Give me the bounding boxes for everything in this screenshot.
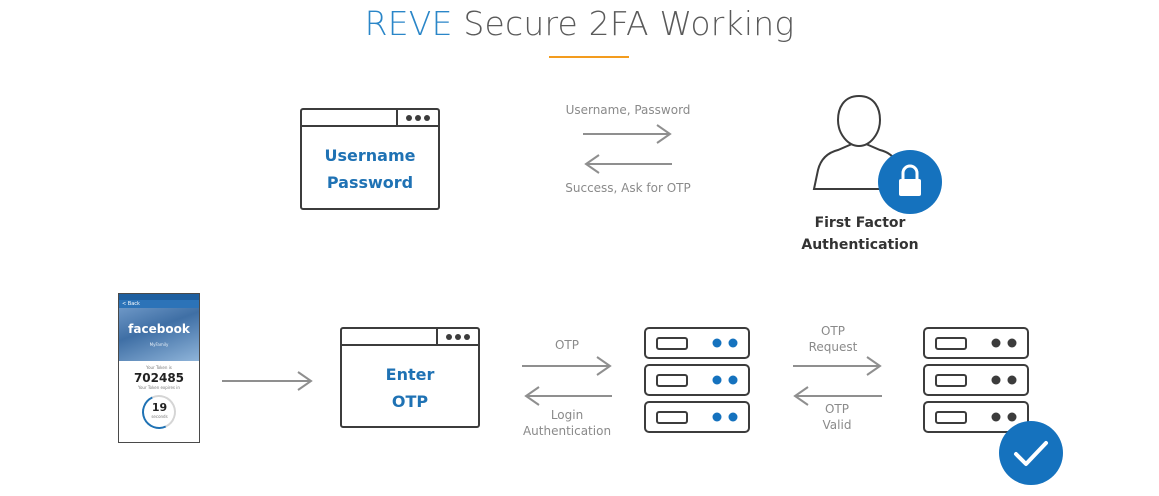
request-label-credentials: Username, Password (565, 103, 691, 117)
first-factor-caption: First Factor Authentication (790, 212, 930, 256)
login-auth-line1: Login (550, 408, 584, 422)
otp-valid-line2: Valid (822, 418, 852, 432)
first-factor-line2: Authentication (801, 237, 919, 253)
otp-valid-line1: OTP (824, 402, 849, 416)
otp-window-text: Enter OTP (342, 361, 478, 415)
login-window: Username Password (300, 108, 440, 210)
lock-icon (878, 150, 942, 214)
otp-enter-label: Enter (385, 365, 435, 384)
otp-server-request-line1: OTP (820, 324, 845, 338)
phone-app-sub: MyFamily (149, 342, 169, 347)
phone-token-app: < Back facebook MyFamily Your Token is 7… (118, 293, 200, 443)
otp-window: Enter OTP (340, 327, 480, 428)
token-expiry-note: Your Token expires in (138, 385, 180, 390)
check-icon (999, 421, 1063, 485)
token-value: 702485 (133, 371, 185, 385)
page-title: REVE Secure 2FA Working (0, 4, 1159, 43)
server-icon (923, 327, 1029, 433)
otp-valid-label: OTP Valid (792, 401, 882, 433)
otp-request-label: OTP (554, 338, 579, 352)
phone-status-bar (119, 294, 199, 300)
otp-server-request-line2: Request (808, 340, 858, 354)
phone-app-name: facebook (128, 322, 190, 336)
title-rest: Secure 2FA Working (463, 4, 795, 43)
otp-server-request-label: OTP Request (788, 323, 878, 355)
phone-app-banner: facebook MyFamily (119, 308, 199, 361)
first-factor-line1: First Factor (814, 215, 906, 231)
login-window-text: Username Password (302, 142, 438, 196)
login-auth-label: Login Authentication (512, 407, 622, 439)
login-password-label: Password (326, 173, 414, 192)
server-icon (644, 327, 750, 433)
window-controls (436, 329, 478, 344)
login-auth-line2: Authentication (522, 424, 612, 438)
otp-otp-label: OTP (391, 392, 429, 411)
login-username-label: Username (324, 146, 416, 165)
window-titlebar (302, 110, 438, 127)
window-controls (396, 110, 438, 125)
title-brand: REVE (364, 4, 453, 43)
window-titlebar (342, 329, 478, 346)
token-label: Your Token is (146, 365, 172, 370)
title-underline (549, 56, 629, 58)
phone-back-link: < Back (119, 300, 199, 308)
response-label-ask-otp: Success, Ask for OTP (565, 181, 691, 195)
